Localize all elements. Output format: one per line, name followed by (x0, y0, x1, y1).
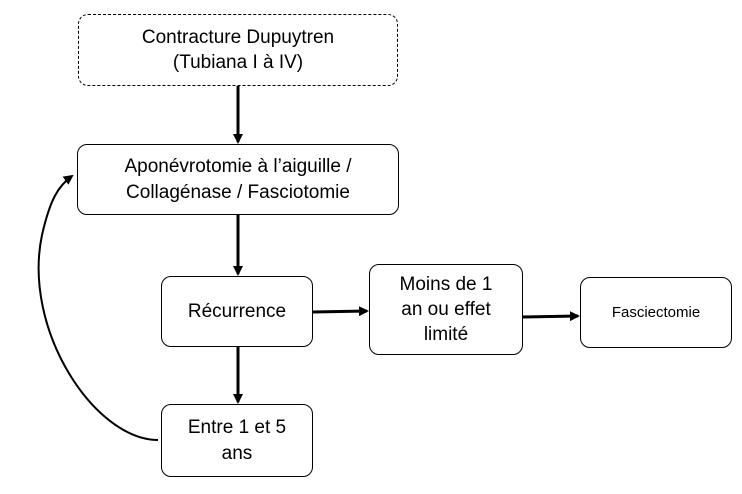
node-early-recurrence-label: Moins de 1 an ou effet limité (399, 273, 493, 346)
node-treatment: Aponévrotomie à l’aiguille / Collagénase… (77, 144, 399, 215)
node-early-recurrence: Moins de 1 an ou effet limité (369, 264, 523, 355)
node-dupuytren-contracture-label: Contracture Dupuytren (Tubiana I à IV) (141, 26, 335, 73)
node-late-recurrence-label: Entre 1 et 5 ans (187, 417, 287, 464)
node-fasciectomy: Fasciectomie (580, 277, 732, 348)
node-late-recurrence: Entre 1 et 5 ans (161, 404, 313, 477)
node-recurrence: Récurrence (161, 276, 313, 347)
arrow-early-to-fasciectomy (522, 311, 580, 322)
node-dupuytren-contracture: Contracture Dupuytren (Tubiana I à IV) (78, 14, 398, 86)
node-recurrence-label: Récurrence (187, 300, 287, 322)
node-treatment-label: Aponévrotomie à l’aiguille / Collagénase… (124, 156, 352, 203)
arrow-recurrence-to-early (312, 306, 369, 317)
arrow-late-back-to-treatment (37, 174, 159, 441)
node-fasciectomy-label: Fasciectomie (611, 303, 701, 321)
